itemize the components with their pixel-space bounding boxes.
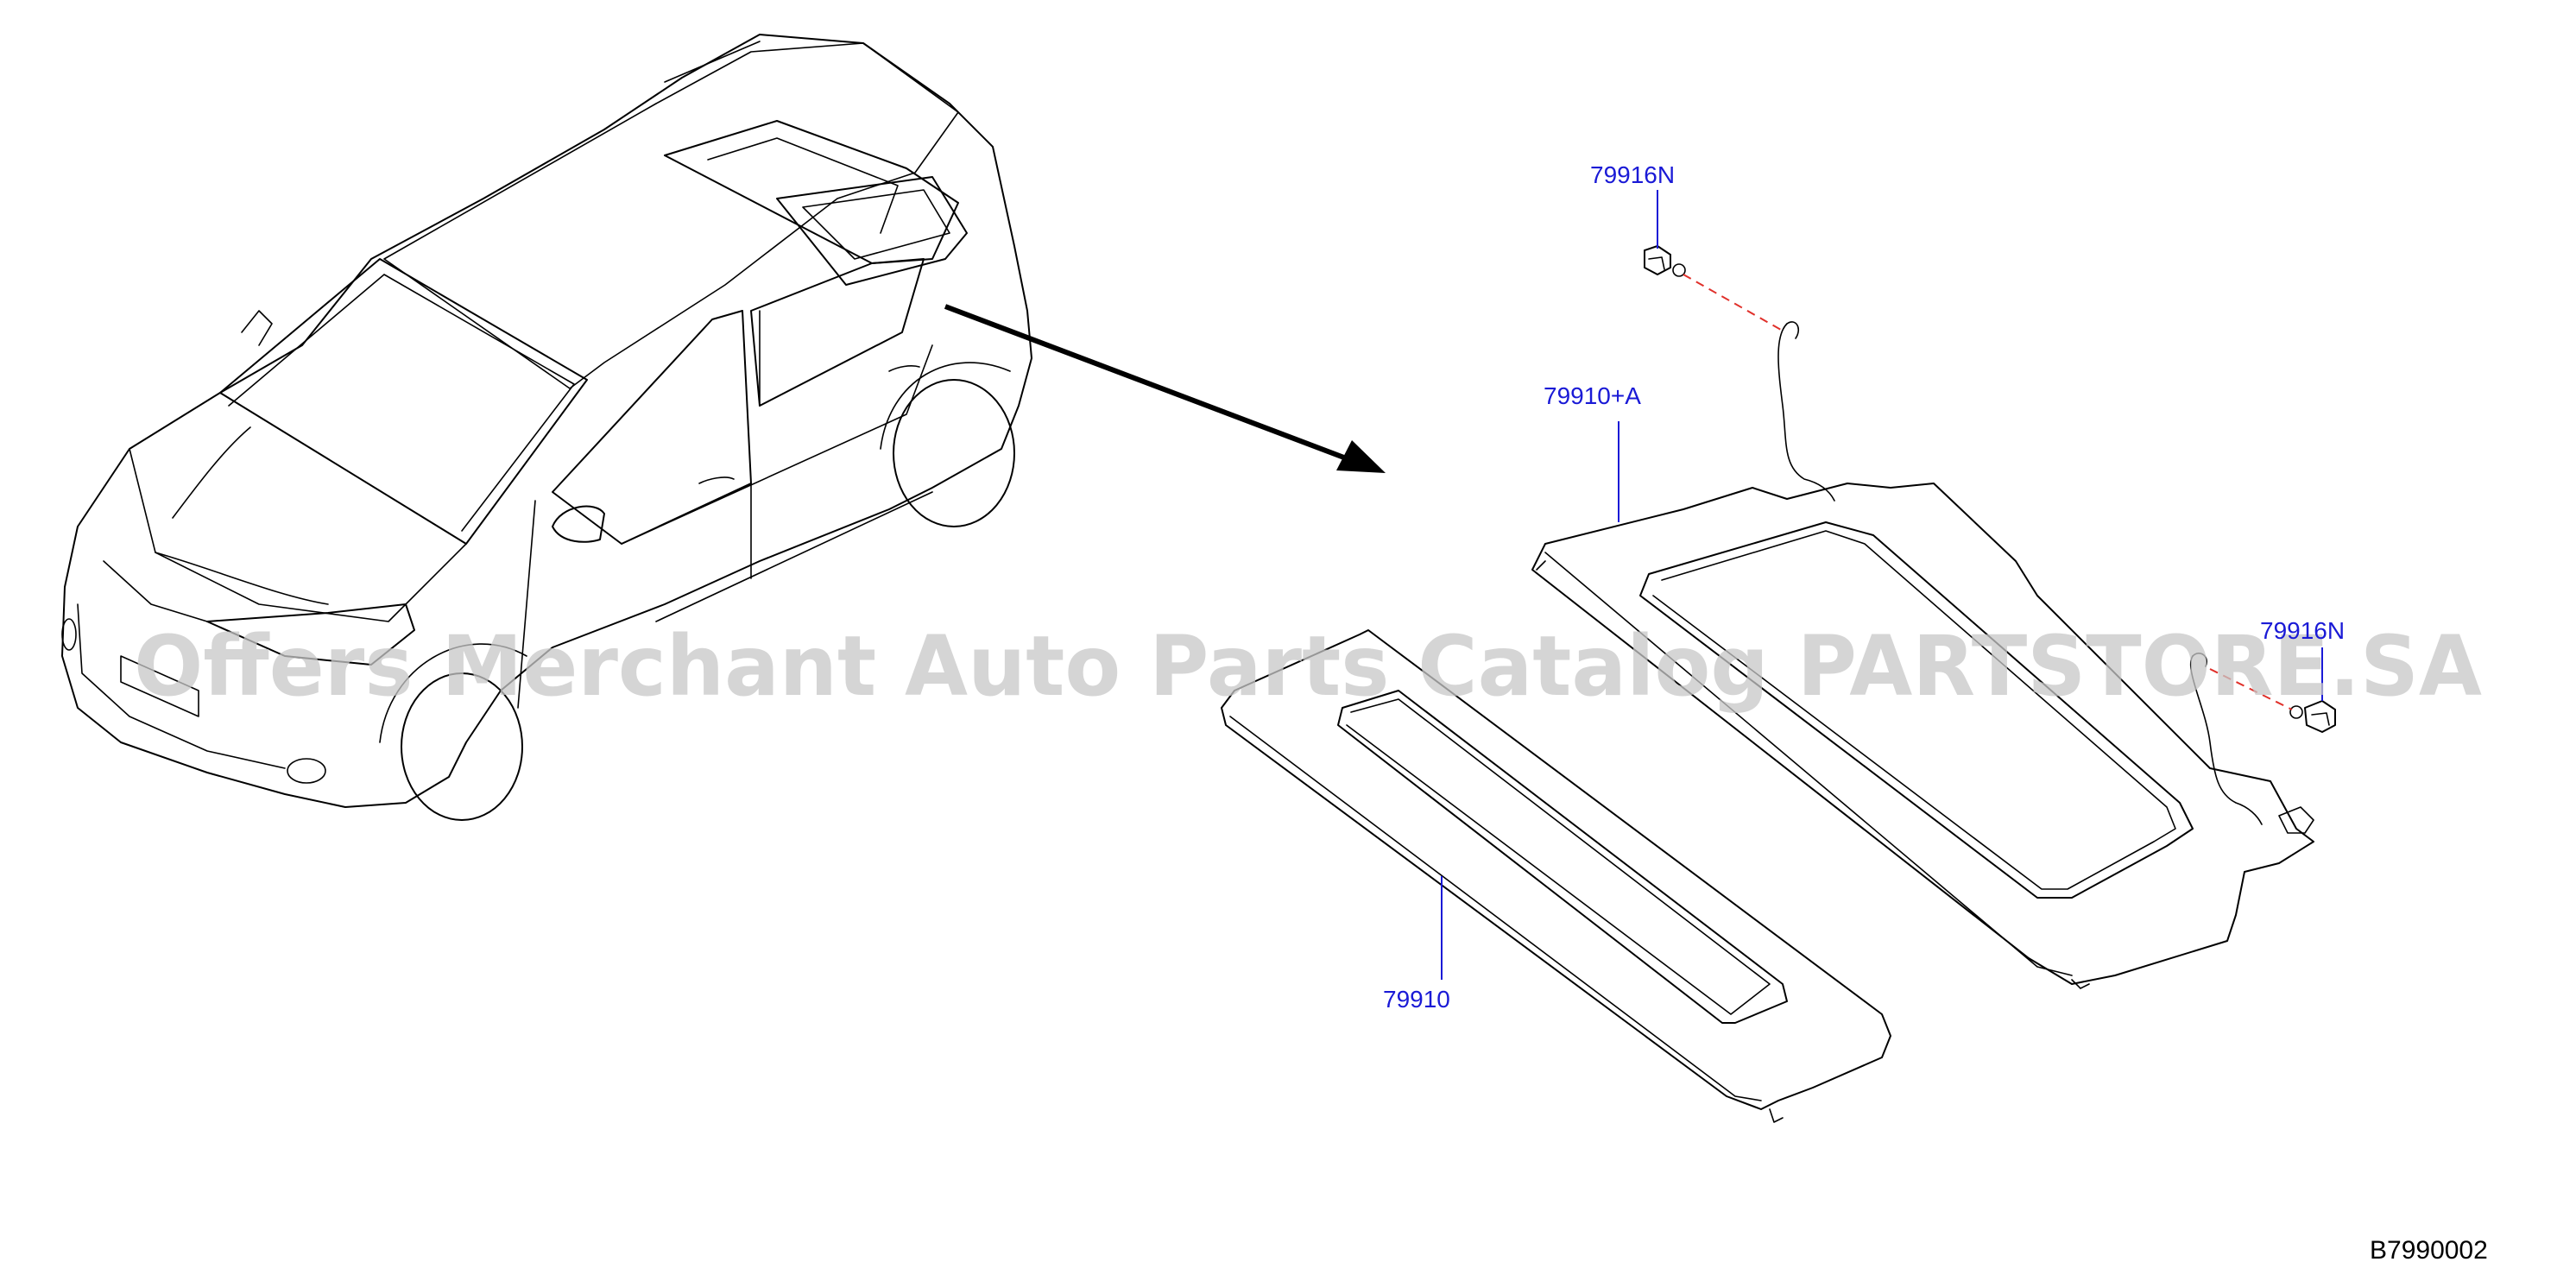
link-line-top (1683, 274, 1782, 331)
callout-right-clip[interactable]: 79916N (2260, 617, 2345, 644)
callout-shelf-assembly[interactable]: 79910+A (1544, 382, 1641, 409)
diagram-id: B7990002 (2370, 1236, 2488, 1265)
direction-arrow (944, 304, 1386, 473)
rear-parcel-shelf-assembly (1531, 483, 2314, 989)
watermark: Offers Merchant Auto Parts Catalog PARTS… (134, 618, 2482, 715)
callout-lower-board[interactable]: 79910 (1383, 986, 1450, 1013)
support-strap-left (1777, 321, 1835, 502)
vehicle-illustration (61, 34, 1032, 821)
clip-top (1644, 245, 1686, 277)
rear-board (1221, 629, 1891, 1123)
support-strap-right (2189, 653, 2263, 825)
link-line-right (2209, 668, 2293, 710)
callout-top-clip[interactable]: 79916N (1590, 161, 1675, 188)
